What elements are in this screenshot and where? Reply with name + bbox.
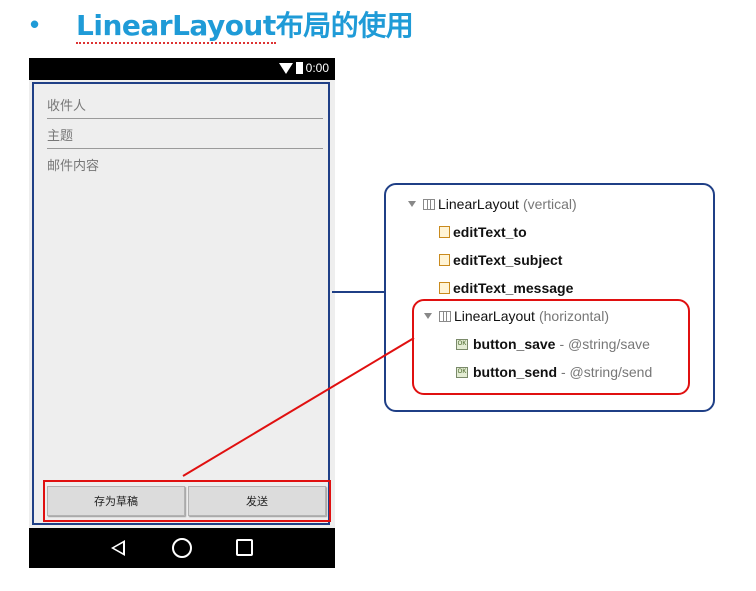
tree-node-desc: (horizontal) [538,308,609,324]
status-bar: 0:00 [29,58,335,80]
title-rest: 布局的使用 [275,9,414,42]
horizontal-layout-connector [182,337,415,477]
edit-text-icon [439,282,450,294]
tree-row-horizontal-layout[interactable]: LinearLayout (horizontal) [424,308,609,324]
expand-triangle-icon[interactable] [408,201,416,207]
title-bullet: • [30,8,40,39]
vertical-layout-outline: 收件人 主题 邮件内容 存为草稿 发送 [32,82,331,525]
tree-node-name: editText_to [453,224,527,240]
expand-triangle-icon[interactable] [424,313,432,319]
navigation-bar [29,528,335,568]
slide-title: • LinearLayout布局的使用 [30,4,414,44]
home-icon[interactable] [172,538,192,558]
battery-icon [295,62,303,74]
tree-row-button-send[interactable]: OK button_send - @string/send [456,364,652,380]
horizontal-layout-outline: 存为草稿 发送 [43,480,331,522]
tree-row-root-layout[interactable]: LinearLayout (vertical) [408,196,577,212]
component-tree-panel: LinearLayout (vertical) editText_to edit… [384,183,715,412]
tree-node-desc: - @string/save [559,336,650,352]
tree-node-desc: (vertical) [522,196,577,212]
edit-text-icon [439,226,450,238]
save-draft-button[interactable]: 存为草稿 [47,486,185,516]
tree-node-name: editText_message [453,280,574,296]
tree-node-name: button_send [473,364,557,380]
linear-layout-icon [439,310,451,322]
horizontal-layout-highlight [412,299,690,395]
tree-row-edittext-subject[interactable]: editText_subject [439,252,562,268]
tree-node-desc: - @string/send [561,364,653,380]
tree-row-edittext-to[interactable]: editText_to [439,224,527,240]
recipient-field[interactable]: 收件人 [47,89,323,119]
phone-mockup: 0:00 收件人 主题 邮件内容 存为草稿 发送 [29,58,335,568]
tree-row-edittext-message[interactable]: editText_message [439,280,573,296]
recent-apps-icon[interactable] [236,539,253,556]
button-widget-icon: OK [456,338,468,350]
tree-node-name: LinearLayout [454,308,535,324]
send-button[interactable]: 发送 [188,486,326,516]
edit-text-icon [439,254,450,266]
title-underlined-word: LinearLayout [76,9,276,44]
button-widget-icon: OK [456,366,468,378]
tree-node-name: LinearLayout [438,196,519,212]
title-text: LinearLayout布局的使用 [76,4,414,44]
wifi-icon [278,62,293,74]
app-screen: 收件人 主题 邮件内容 存为草稿 发送 [29,80,335,528]
message-field[interactable]: 邮件内容 [47,159,100,174]
linear-layout-icon [423,198,435,210]
status-time: 0:00 [305,61,329,75]
status-icons: 0:00 [278,61,329,75]
tree-row-button-save[interactable]: OK button_save - @string/save [456,336,650,352]
subject-field[interactable]: 主题 [47,119,323,149]
tree-node-name: button_save [473,336,556,352]
tree-node-name: editText_subject [453,252,563,268]
back-icon[interactable] [111,540,125,556]
